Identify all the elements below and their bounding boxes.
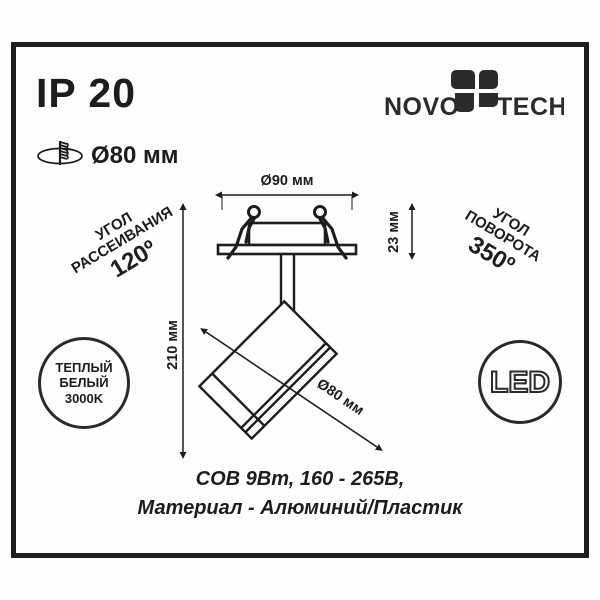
brand-logo: NOVO TECH [384, 68, 567, 126]
color-temperature-badge: ТЕПЛЫЙ БЕЛЫЙ 3000K [38, 337, 130, 429]
lamp-head-cylinder [197, 299, 339, 441]
spring-clips [226, 213, 348, 260]
specifications-text: COB 9Вт, 160 - 265В, Материал - Алюминий… [0, 465, 600, 523]
recess-hole-size-label: Ø80 мм [91, 141, 179, 169]
spec-line-electrical: COB 9Вт, 160 - 265В, [195, 468, 405, 490]
spec-line-material: Материал - Алюминий/Пластик [137, 497, 463, 519]
hole-saw-icon [36, 138, 84, 173]
pinwheel-mark [451, 70, 498, 112]
led-badge: LED [478, 340, 562, 424]
color-temperature-line3: 3000K [64, 390, 104, 406]
dimension-label-depth-23: 23 мм [386, 211, 402, 253]
dimension-label-diameter-80: Ø80 мм [314, 376, 367, 419]
color-temperature-line1: ТЕПЛЫЙ [55, 360, 113, 375]
led-label: LED [490, 366, 550, 399]
led-outline-text: LED [489, 365, 551, 399]
dimension-label-height-210: 210 мм [165, 320, 181, 370]
dimension-label-diameter-90: Ø90 мм [261, 173, 314, 189]
recess-hole-spec: Ø80 мм [36, 138, 179, 173]
brand-wordmark-right: TECH [497, 93, 564, 121]
brand-wordmark-left: NOVO [384, 93, 460, 121]
technical-drawing: Ø90 мм [150, 170, 460, 470]
sheet-border [11, 42, 589, 558]
ip-rating-title: IP 20 [36, 70, 136, 116]
color-temperature-line2: БЕЛЫЙ [59, 375, 109, 391]
dimension-diameter-80 [200, 328, 383, 451]
